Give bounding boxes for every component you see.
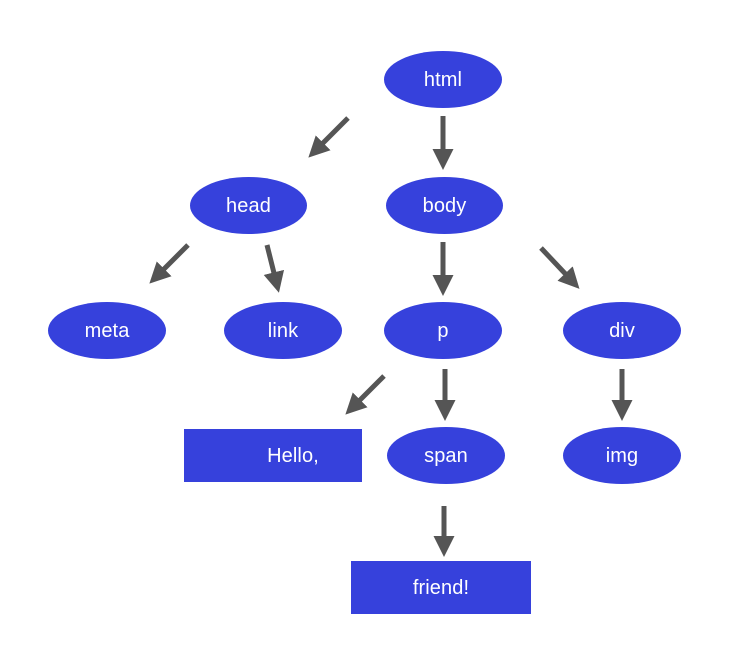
node-label-meta: meta (84, 319, 130, 342)
node-label-body: body (422, 194, 467, 217)
edge-p-to-hello (345, 374, 386, 415)
node-body[interactable]: body (386, 177, 503, 234)
node-label-p: p (437, 319, 449, 342)
node-html[interactable]: html (384, 51, 502, 108)
node-div[interactable]: div (563, 302, 681, 359)
node-img[interactable]: img (563, 427, 681, 484)
node-label-html: html (423, 68, 463, 91)
node-link[interactable]: link (224, 302, 342, 359)
edge-html-to-head (308, 116, 350, 158)
node-label-friend: friend! (412, 576, 470, 599)
node-label-head: head (226, 194, 271, 217)
node-p[interactable]: p (384, 302, 502, 359)
edge-body-to-div (539, 246, 580, 289)
edge-head-to-link (263, 244, 285, 293)
node-label-img: img (605, 444, 639, 467)
node-label-span: span (424, 444, 468, 467)
node-friend[interactable]: friend! (351, 561, 531, 614)
node-head[interactable]: head (190, 177, 307, 234)
node-meta[interactable]: meta (48, 302, 166, 359)
edge-head-to-meta (149, 243, 190, 284)
node-label-link: link (267, 319, 299, 342)
node-span[interactable]: span (387, 427, 505, 484)
node-label-hello: Hello, (267, 444, 319, 467)
node-hello[interactable]: Hello, (184, 429, 362, 482)
node-label-div: div (609, 319, 635, 342)
